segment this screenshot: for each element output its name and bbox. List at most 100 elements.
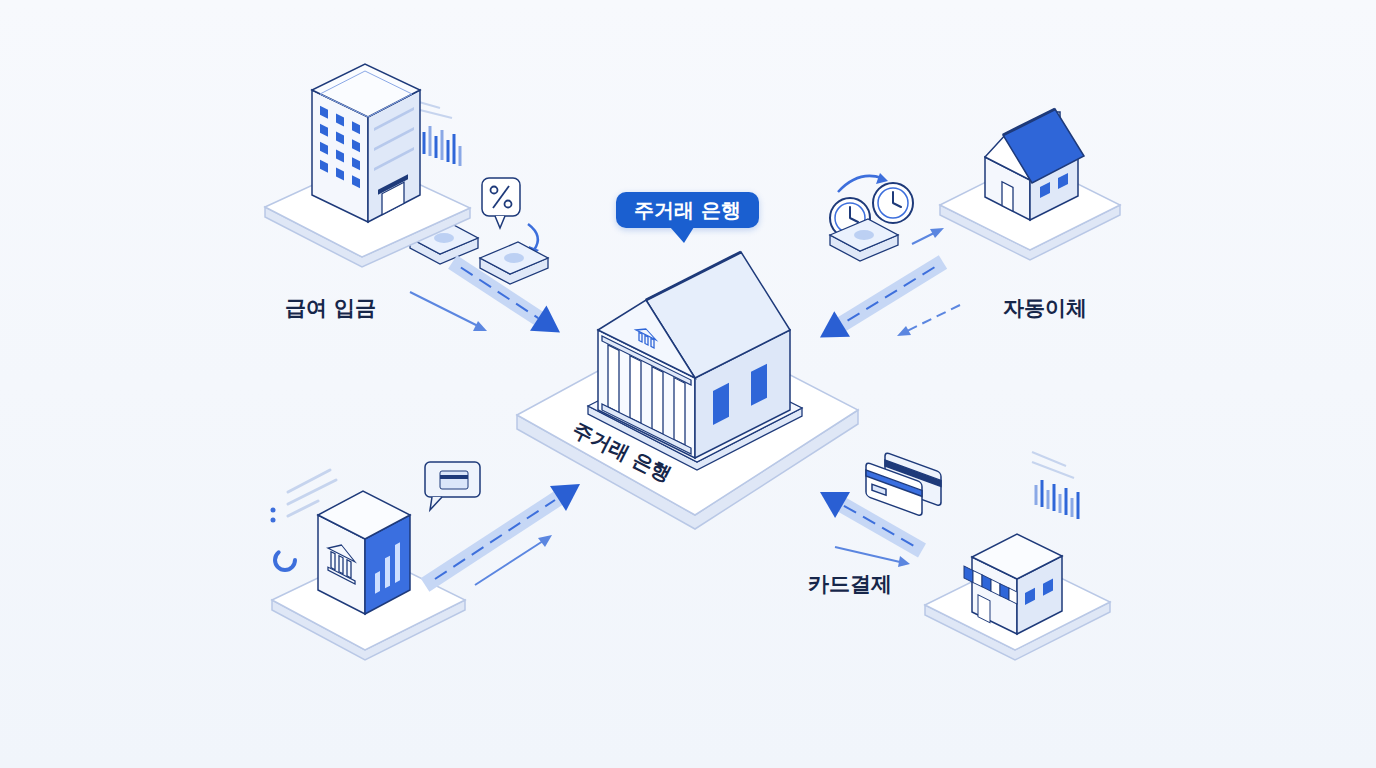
shop-platform-art-part-part-part [1000, 584, 1009, 600]
shop-platform-art-part-part-part [982, 575, 991, 591]
arrow-band [453, 262, 544, 321]
investment-platform-part-part [331, 552, 335, 570]
investment-platform-part [375, 542, 400, 593]
side-decor [271, 470, 337, 570]
arrow-head [820, 311, 850, 337]
investment-arrow-part [538, 535, 552, 547]
label-slot: 자동이체 [1003, 296, 1087, 321]
office-platform-art-part-part-part [320, 142, 328, 155]
arrow-head [530, 306, 560, 333]
office-platform-art-part-part-part [336, 132, 344, 145]
office-platform-art-part-part-part [352, 139, 360, 152]
house-platform-art-part-part [1040, 173, 1068, 198]
card-icons [866, 452, 941, 516]
clock-icons-part [876, 173, 888, 184]
small-arrow-part [410, 292, 478, 326]
small-arrow-part [898, 556, 910, 567]
bank-platform-art-part-part-part [639, 332, 642, 341]
small-arrow-part [897, 326, 911, 336]
investment-platform-part-part [339, 556, 343, 574]
bar-chart-part [1077, 492, 1080, 519]
arrow-band [837, 262, 943, 327]
node-label: 카드결제 [808, 572, 892, 597]
flow-arrow [820, 492, 922, 551]
office-platform-art-part-part-part [352, 121, 360, 134]
bar-chart-part [441, 130, 444, 160]
office-platform-art-part-part-part [382, 182, 404, 214]
bar-chart-part [1065, 488, 1068, 515]
office-platform-art-part-part [320, 71, 412, 117]
office-platform-art-part-part-part [336, 114, 344, 127]
office-platform-art-part-part [320, 106, 360, 188]
bank-platform-art-part-part [646, 252, 741, 300]
office-platform-art-part-part [374, 107, 414, 219]
card-chat-icon [425, 462, 480, 510]
label-slot: 카드결제 [808, 572, 892, 597]
percent-badge-part [528, 224, 538, 250]
bank-platform-art-part [517, 252, 858, 529]
label-slot: 급여 입금 [285, 296, 376, 321]
investment-platform-part-part [385, 556, 390, 589]
shop-platform-art-part-part-part [1009, 588, 1017, 604]
side-decor-part [288, 480, 336, 504]
bar-chart-part [1059, 494, 1062, 513]
card-chat-icon-part [440, 471, 468, 489]
house-platform-art-part-part-part [1002, 182, 1013, 212]
money-stack-part-part [504, 253, 524, 263]
investment-platform-part-part [375, 571, 380, 594]
bank-platform-art-part-part-part [652, 367, 663, 434]
house-platform-art-part-part [1003, 109, 1084, 183]
bar-chart-part [435, 136, 438, 158]
side-decor-part [288, 470, 330, 492]
autopay-platform: 자동이체 [938, 155, 1122, 262]
arrow-head [820, 492, 850, 518]
office-platform-art-part-part-part [336, 168, 344, 181]
flow-arrow [453, 262, 560, 332]
shop-platform-art-part-part [964, 566, 1017, 636]
money-stack-part-part [480, 242, 548, 274]
house-platform-art-part [940, 109, 1120, 260]
office-platform-art-part-part-part [320, 124, 328, 137]
bank-platform-art-part-part-part [751, 364, 767, 406]
small-arrow-part [930, 228, 944, 238]
arrow-band [837, 502, 922, 551]
side-decor-part [288, 501, 318, 516]
bar-chart-part [429, 126, 432, 156]
shop-platform-art-part [925, 534, 1110, 660]
bubble-tail-art-part-part [670, 227, 694, 243]
bubble-tail-art-part [670, 227, 694, 243]
office-platform-art-part-part-part [320, 106, 328, 119]
bar-chart-part [453, 134, 456, 164]
shop-platform: 카드결제 [922, 550, 1112, 660]
bar-chart [1032, 452, 1078, 519]
house-platform-art-part-part [1003, 109, 1055, 135]
investment-arrow-part [550, 484, 580, 511]
bar-chart-part [459, 146, 462, 166]
office-platform-art [262, 150, 472, 262]
side-decor-part [275, 550, 295, 570]
bank-platform-art-part-part [598, 300, 695, 378]
node-label: 자동이체 [1003, 296, 1087, 321]
arrow-line [461, 267, 538, 318]
clock-icons-part [873, 183, 913, 223]
small-arrow-part [473, 321, 487, 331]
shop-platform-art-part-part-part [1025, 588, 1035, 605]
bar-chart-part [1041, 480, 1044, 507]
clock-icons-part [893, 192, 901, 207]
house-platform-art-part-part [1002, 182, 1013, 212]
small-arrow [835, 547, 910, 567]
percent-badge-part [493, 186, 509, 208]
office-platform-art-part [265, 64, 470, 267]
bar-chart-part [1053, 484, 1056, 511]
office-platform-art-part-part-part [374, 147, 414, 171]
money-stack-part [854, 230, 874, 240]
bank-platform-art-part-part [636, 324, 656, 349]
percent-badge-part [482, 178, 520, 216]
office-platform-art-part-part [312, 64, 420, 117]
payroll-platform: 급여 입금 [262, 150, 472, 262]
house-platform-art-part-part-part [1040, 182, 1050, 198]
investment-platform-part-part [328, 538, 355, 562]
shop-platform-art-part-part-part [978, 595, 990, 623]
flow-arrow [820, 262, 943, 338]
percent-badge-part [495, 216, 505, 228]
